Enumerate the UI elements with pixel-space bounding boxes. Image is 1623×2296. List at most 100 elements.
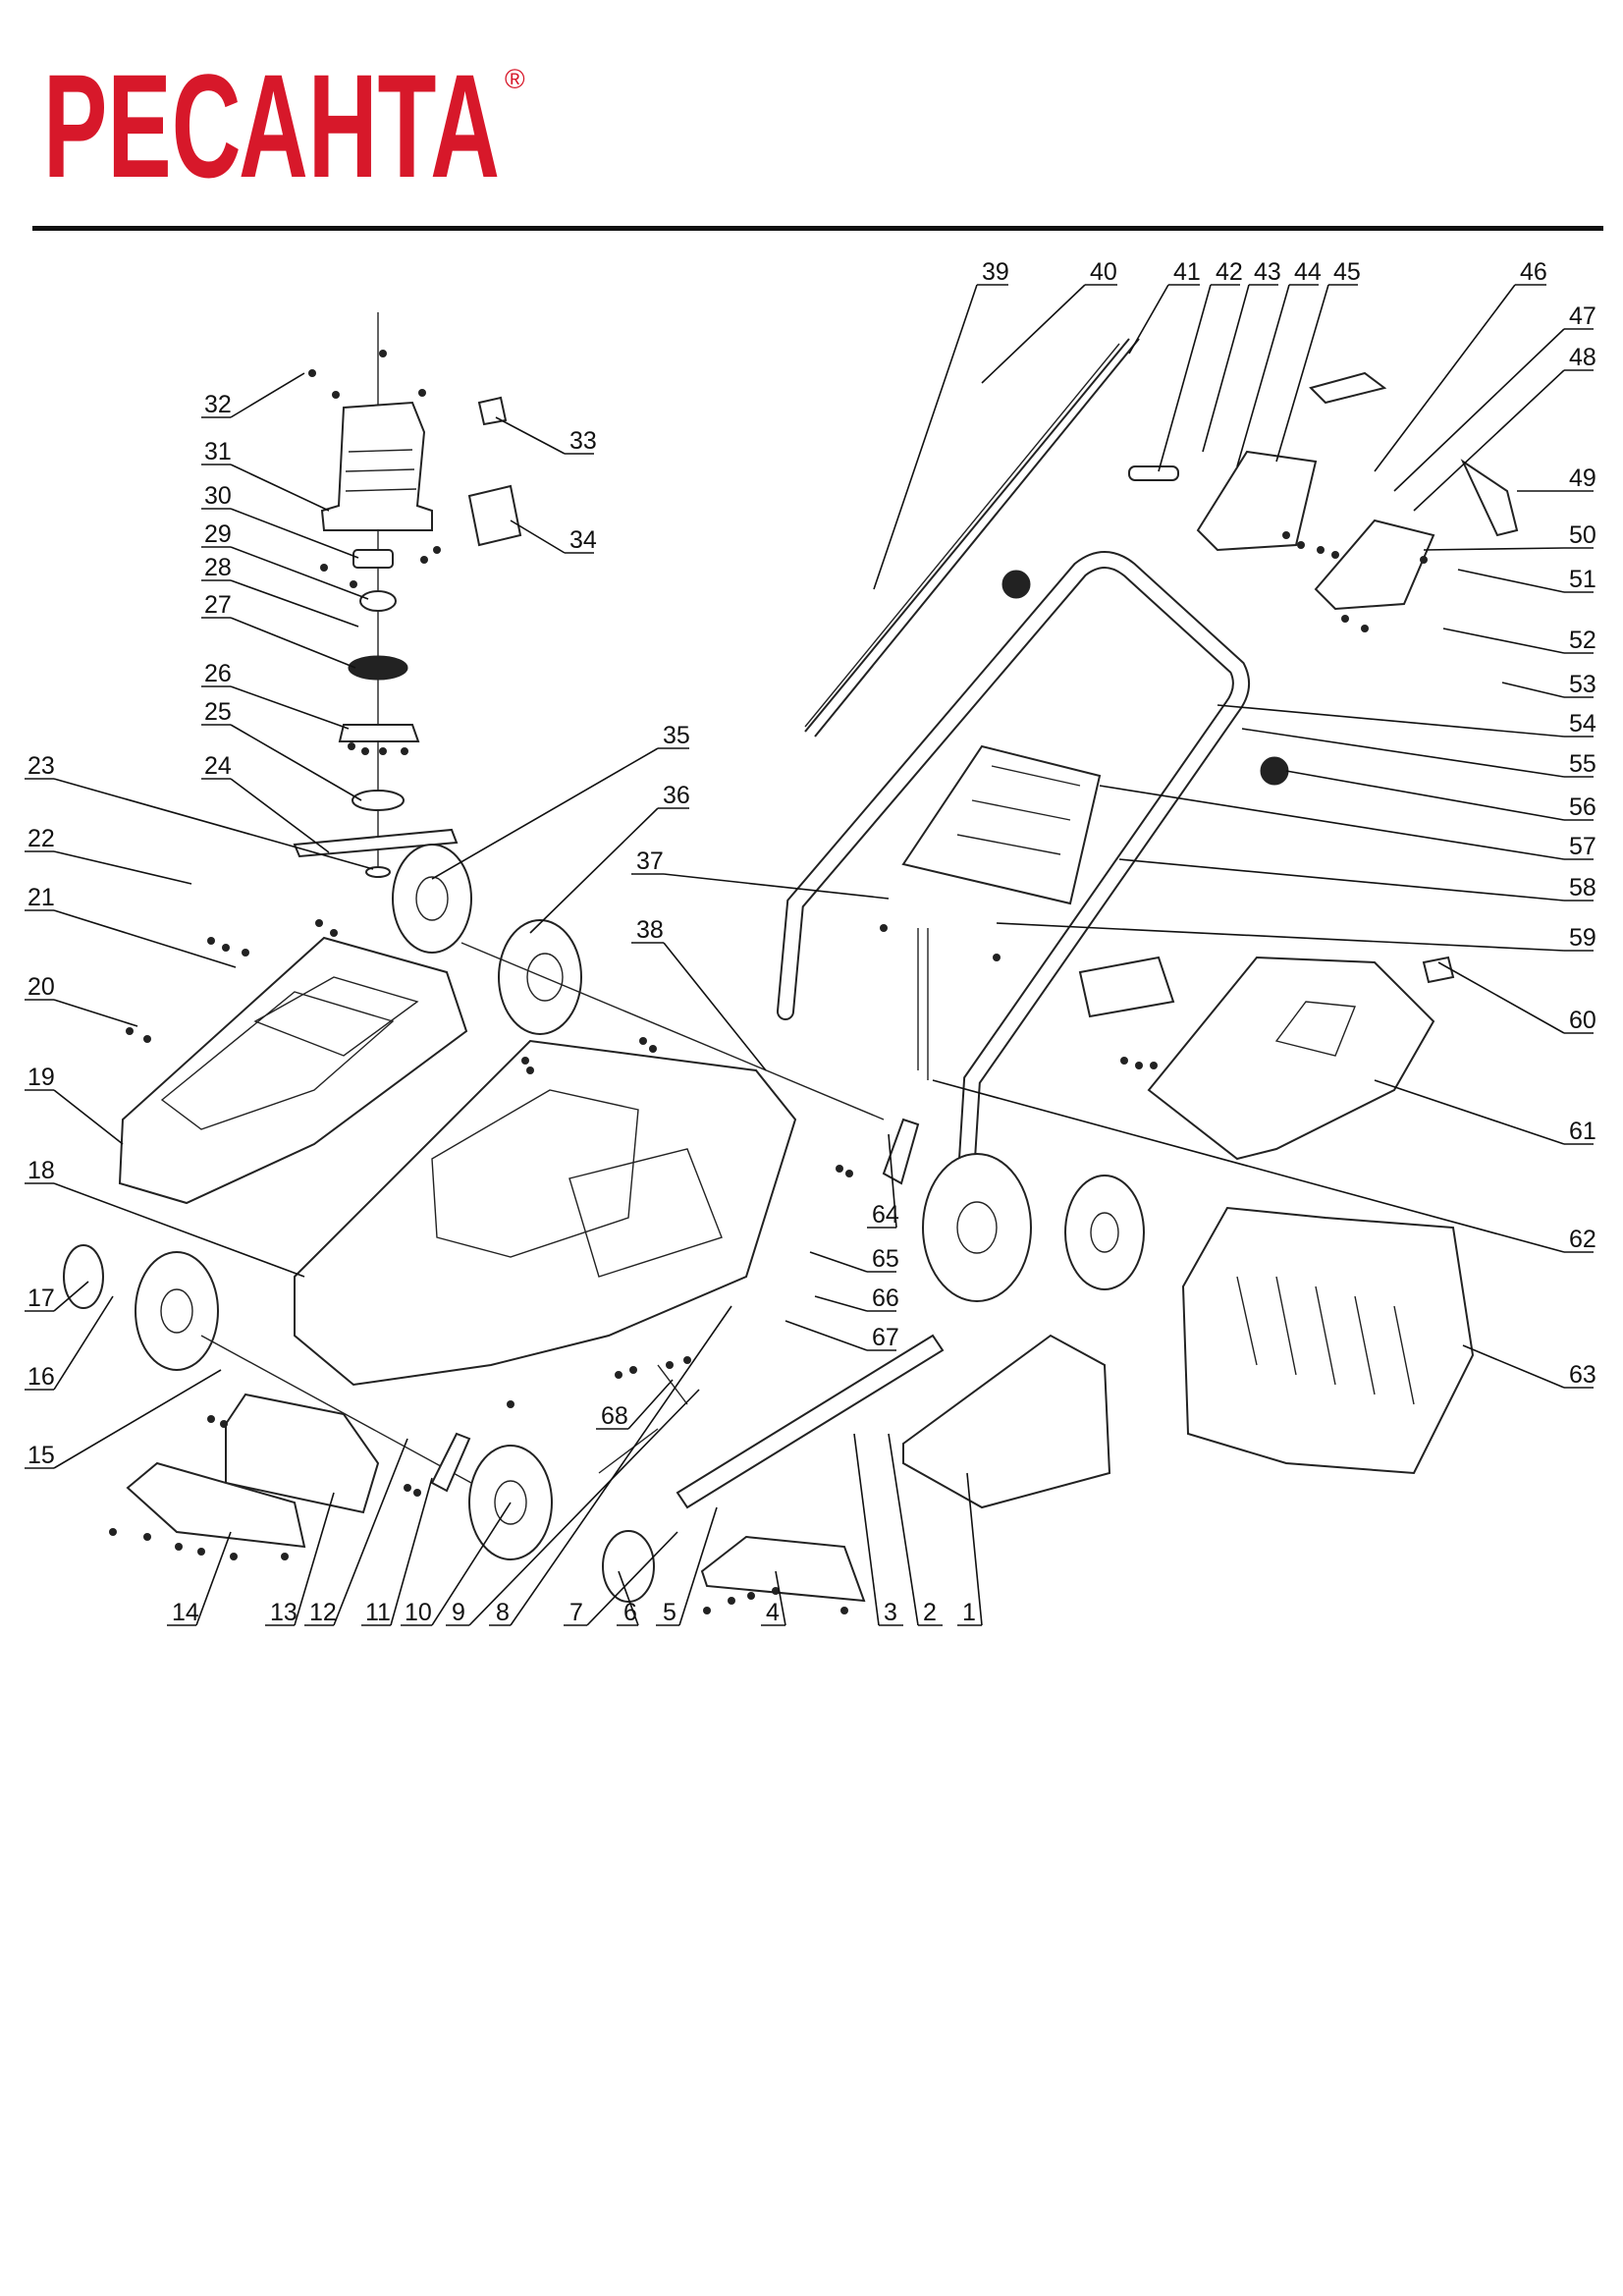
callout-leader-46 <box>1374 284 1516 472</box>
fastener-31 <box>615 1371 622 1379</box>
callout-leader-38 <box>663 942 767 1071</box>
callout-leader-3 <box>853 1433 880 1626</box>
callout-leader-61 <box>1374 1079 1565 1145</box>
callout-leader-53 <box>1501 682 1565 698</box>
callout-label-28: 28 <box>204 554 232 581</box>
callout-leader-57 <box>1099 785 1565 860</box>
callout-leader-10 <box>431 1502 512 1626</box>
callout-label-63: 63 <box>1569 1361 1596 1389</box>
fastener-15 <box>242 949 249 957</box>
callout-leader-68 <box>627 1379 674 1430</box>
callout-leader-25 <box>230 724 362 801</box>
callout-leader-39 <box>873 284 978 590</box>
callout-leader-26 <box>230 685 350 730</box>
callout-label-16: 16 <box>27 1363 55 1391</box>
mower-deck <box>294 1039 797 1387</box>
callout-leader-43 <box>1202 284 1250 453</box>
callout-leader-8 <box>510 1305 732 1626</box>
callout-label-42: 42 <box>1216 258 1243 286</box>
fastener-55 <box>1341 615 1349 623</box>
callout-leader-55 <box>1241 728 1565 778</box>
callout-leader-47 <box>1393 328 1565 492</box>
callout-label-9: 9 <box>452 1599 465 1626</box>
fastener-45 <box>747 1592 755 1600</box>
callout-leader-7 <box>586 1531 678 1626</box>
rear-flap <box>902 1334 1111 1509</box>
callout-label-34: 34 <box>569 526 597 554</box>
callout-leader-12 <box>333 1438 408 1626</box>
callout-leader-34 <box>510 519 566 554</box>
fastener-18 <box>126 1027 134 1035</box>
callout-label-8: 8 <box>496 1599 510 1626</box>
callout-label-58: 58 <box>1569 874 1596 902</box>
switch-box <box>467 396 522 547</box>
knobs <box>1001 570 1289 786</box>
callout-leader-14 <box>195 1531 232 1626</box>
callout-label-40: 40 <box>1090 258 1117 286</box>
callout-label-19: 19 <box>27 1064 55 1091</box>
callout-leader-15 <box>53 1369 222 1469</box>
callout-leader-36 <box>529 807 659 934</box>
callout-leader-56 <box>1285 770 1565 821</box>
resanta-logo: РЕСАНТА ® <box>43 51 554 198</box>
callout-label-11: 11 <box>365 1599 391 1626</box>
callout-label-54: 54 <box>1569 710 1596 738</box>
callout-leader-64 <box>888 1133 897 1229</box>
fastener-28 <box>629 1366 637 1374</box>
callout-label-25: 25 <box>204 698 232 726</box>
callout-label-29: 29 <box>204 520 232 548</box>
callout-leader-62 <box>932 1079 1565 1253</box>
callout-label-33: 33 <box>569 427 597 455</box>
callout-label-17: 17 <box>27 1285 55 1312</box>
callout-leader-4 <box>775 1570 786 1626</box>
callout-label-44: 44 <box>1294 258 1322 286</box>
upper-handle <box>651 325 1120 728</box>
callout-leader-20 <box>53 999 138 1027</box>
fastener-25 <box>993 954 1001 961</box>
registered-mark: ® <box>505 64 525 94</box>
callout-label-46: 46 <box>1520 258 1547 286</box>
fastener-11 <box>379 747 387 755</box>
callout-label-49: 49 <box>1569 465 1596 492</box>
callout-label-37: 37 <box>636 847 664 875</box>
callout-leader-51 <box>1457 569 1565 593</box>
callout-label-41: 41 <box>1173 258 1201 286</box>
callout-label-22: 22 <box>27 825 55 852</box>
callout-leader-9 <box>468 1389 700 1626</box>
callout-leader-37 <box>663 873 890 900</box>
fastener-2 <box>332 391 340 399</box>
switch-housing <box>1128 371 1519 611</box>
callout-label-56: 56 <box>1569 793 1596 821</box>
callout-label-50: 50 <box>1569 521 1596 549</box>
callout-label-51: 51 <box>1569 566 1596 593</box>
callout-leader-42 <box>1158 284 1212 472</box>
callout-label-2: 2 <box>923 1599 937 1626</box>
callout-label-27: 27 <box>204 591 232 619</box>
callout-label-57: 57 <box>1569 833 1596 860</box>
fastener-9 <box>348 742 355 750</box>
fastener-7 <box>420 556 428 564</box>
callout-leader-58 <box>1118 858 1565 902</box>
callout-label-55: 55 <box>1569 750 1596 778</box>
fastener-48 <box>1120 1057 1128 1065</box>
callout-label-14: 14 <box>172 1599 199 1626</box>
fastener-20 <box>521 1057 529 1065</box>
callout-label-38: 38 <box>636 916 664 944</box>
callout-leader-67 <box>784 1320 868 1351</box>
callout-label-21: 21 <box>27 884 55 911</box>
grass-indicator-panel <box>901 744 1102 905</box>
motor-assembly <box>293 312 459 878</box>
fastener-54 <box>1331 551 1339 559</box>
callout-leader-18 <box>53 1182 305 1278</box>
callout-leader-44 <box>1236 284 1290 467</box>
fastener-14 <box>222 944 230 952</box>
fastener-46 <box>772 1587 780 1595</box>
fastener-12 <box>401 747 408 755</box>
fastener-21 <box>526 1066 534 1074</box>
callout-leader-21 <box>53 909 237 968</box>
callout-leader-60 <box>1437 961 1565 1034</box>
callout-label-35: 35 <box>663 722 690 749</box>
callout-leader-lines <box>25 284 1594 1626</box>
lower-handle <box>777 551 1250 1168</box>
